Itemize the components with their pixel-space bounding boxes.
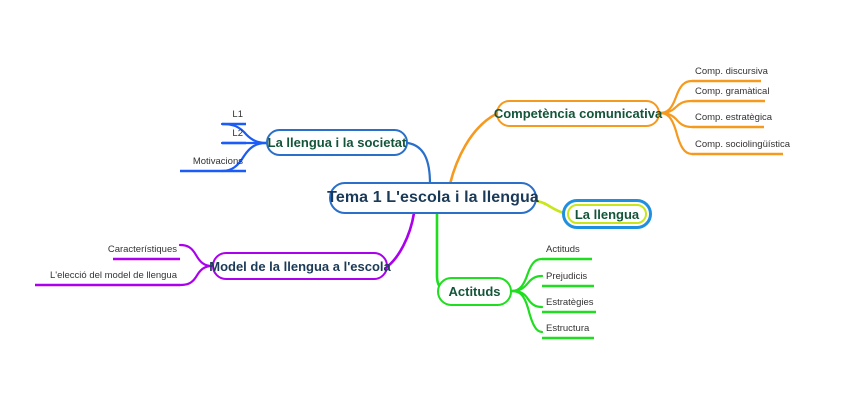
edge-competencia-to-sociolinguistica [658, 111, 694, 156]
edge-central-to-model [386, 211, 416, 268]
leaf-label-eleccio-del-model: L'elecció del model de llengua [50, 269, 177, 281]
leaf-comp-gramatical[interactable]: Comp. gramàtical [692, 82, 787, 102]
leaf-eleccio-del-model[interactable]: L'elecció del model de llengua [40, 269, 180, 286]
leaf-label-comp-discursiva: Comp. discursiva [695, 65, 768, 77]
leaf-estructura[interactable]: Estructura [543, 322, 603, 339]
edge-actituds-to-actituds-leaf [510, 257, 544, 293]
edge-societat-to-motivacions [220, 141, 268, 173]
branch-node-competencia-comunicativa[interactable]: Competència comunicativa [493, 100, 663, 127]
edge-competencia-to-gramatical [658, 99, 694, 115]
leaf-estrategies[interactable]: Estratègies [543, 296, 603, 313]
leaf-comp-estrategica[interactable]: Comp. estratègica [692, 108, 787, 128]
branch-node-la-llengua[interactable]: La llengua [567, 204, 647, 224]
edge-model-to-eleccio [178, 264, 214, 287]
leaf-label-comp-estrategica: Comp. estratègica [695, 111, 773, 123]
leaf-l1[interactable]: L1 [196, 108, 246, 125]
edge-actituds-to-estructura [510, 289, 544, 334]
edge-competencia-to-estrategica [658, 111, 694, 129]
edge-actituds-to-prejudicis [510, 274, 544, 293]
leaf-label-estrategies: Estratègies [546, 296, 594, 308]
leaf-label-prejudicis: Prejudicis [546, 270, 588, 282]
leaf-label-estructura: Estructura [546, 322, 590, 334]
branch-label-la-llengua: La llengua [574, 206, 640, 222]
leaf-actituds[interactable]: Actituds [543, 243, 603, 260]
central-node[interactable]: Tema 1 L'escola i la llengua [327, 182, 539, 214]
leaf-label-caracteristiques: Característiques [107, 243, 177, 255]
branch-label-la-llengua-i-la-societat: La llengua i la societat [267, 135, 407, 150]
edge-central-to-competencia [448, 112, 498, 186]
leaf-l2[interactable]: L2 [196, 127, 246, 144]
leaf-motivacions[interactable]: Motivacions [172, 155, 246, 172]
edge-central-to-la-llengua [535, 199, 566, 215]
leaf-label-actituds: Actituds [546, 243, 580, 255]
central-node-label: Tema 1 L'escola i la llengua [327, 189, 539, 206]
leaf-label-l2: L2 [232, 127, 243, 139]
leaf-label-comp-gramatical: Comp. gramàtical [695, 85, 770, 97]
leaf-comp-sociolinguistica[interactable]: Comp. sociolingüística [692, 135, 792, 155]
branch-label-model-de-la-llengua-a-lescola: Model de la llengua a l'escola [209, 258, 391, 274]
leaf-label-l1: L1 [232, 108, 243, 120]
branch-node-model-de-la-llengua-a-lescola[interactable]: Model de la llengua a l'escola [209, 252, 391, 280]
edge-model-to-caracteristiques [178, 243, 214, 268]
leaf-prejudicis[interactable]: Prejudicis [543, 270, 603, 287]
edge-central-to-societat [406, 141, 432, 186]
branch-node-la-llengua-i-la-societat[interactable]: La llengua i la societat [266, 129, 408, 156]
leaf-label-comp-sociolinguistica: Comp. sociolingüística [695, 138, 791, 150]
leaf-caracteristiques[interactable]: Característiques [105, 243, 180, 260]
branch-label-actituds: Actituds [448, 284, 501, 299]
leaf-comp-discursiva[interactable]: Comp. discursiva [692, 62, 787, 82]
branch-node-la-llengua-selected-ring[interactable]: La llengua [562, 199, 652, 229]
leaf-label-motivacions: Motivacions [192, 155, 243, 167]
branch-node-actituds[interactable]: Actituds [437, 277, 512, 306]
branch-label-competencia-comunicativa: Competència comunicativa [493, 106, 663, 121]
